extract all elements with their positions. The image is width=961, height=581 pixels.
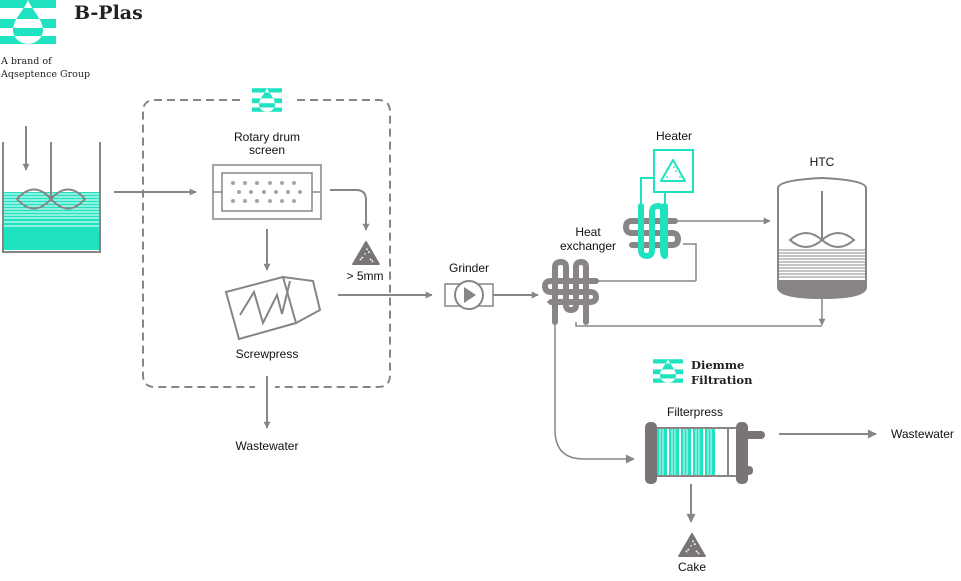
- heat-exchanger: [541, 258, 696, 325]
- aqseptence-logo-icon: [252, 88, 282, 112]
- rotary-drum-screen-label-2: screen: [249, 143, 285, 157]
- wastewater-left-label: Wastewater: [236, 439, 299, 453]
- htc-reactor: [777, 176, 867, 300]
- heat-triangle-icon: [660, 159, 686, 182]
- cake-label: Cake: [678, 560, 706, 574]
- partner-name-1: Diemme: [691, 358, 744, 372]
- brand-tagline-2: Aqseptence Group: [0, 69, 90, 80]
- filterpress-label: Filterpress: [667, 405, 723, 419]
- heat-exchanger-label-1: Heat: [575, 225, 601, 239]
- heater: [640, 149, 694, 206]
- heater-exchanger: [622, 202, 771, 260]
- oversize-label: > 5mm: [346, 269, 383, 283]
- pipe-return: [575, 322, 822, 327]
- heater-label: Heater: [656, 129, 692, 143]
- water-drop-logo-icon: [0, 0, 56, 44]
- flow-arrow-to-filterpress: [554, 322, 635, 464]
- pretreatment-boundary: [142, 88, 391, 388]
- grinder-label: Grinder: [449, 261, 489, 275]
- filterpress: [645, 422, 765, 484]
- brand-tagline-1: A brand of: [0, 56, 53, 67]
- solids-triangle-icon: [352, 241, 380, 265]
- brand-logo: [0, 0, 56, 44]
- cake-triangle-icon: [678, 533, 706, 557]
- brand-name: B-Plas: [74, 2, 143, 24]
- partner-name-2: Filtration: [691, 373, 753, 387]
- pump-play-icon: [464, 287, 476, 303]
- wastewater-right-label: Wastewater: [891, 427, 954, 441]
- pipe-connection: [683, 243, 697, 281]
- heat-exchanger-label-2: exchanger: [560, 239, 616, 253]
- rotary-drum-screen-label-1: Rotary drum: [234, 130, 300, 144]
- diemme-logo-icon: [653, 359, 683, 383]
- screwpress-label: Screwpress: [236, 347, 299, 361]
- oversize-flow-arrow: [330, 189, 370, 231]
- htc-label: HTC: [810, 155, 835, 169]
- screwpress: [224, 275, 322, 341]
- rotary-drum-screen: [212, 164, 322, 220]
- grinder: [444, 280, 494, 310]
- feed-tank: [2, 126, 101, 253]
